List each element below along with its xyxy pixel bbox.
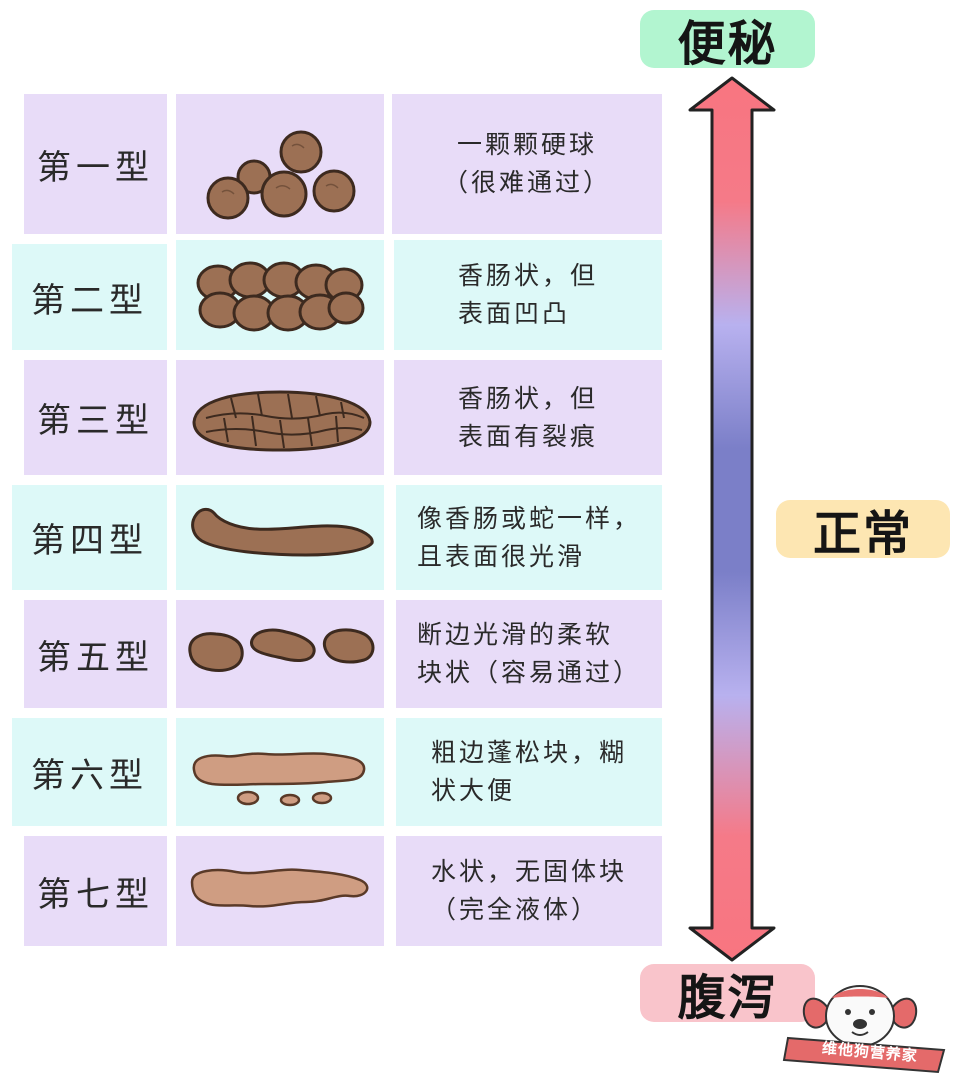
row-3-description: 香肠状，但 表面有裂痕	[457, 383, 598, 451]
row-5-desc-cell: 断边光滑的柔软 块状（容易通过）	[396, 600, 662, 708]
row-4-description: 像香肠或蛇一样， 且表面很光滑	[416, 503, 641, 571]
row-2-type-label: 第二型	[31, 280, 148, 321]
row-1-description: 一颗颗硬球 （很难通过）	[442, 130, 611, 197]
stool-type-5-illustration	[188, 628, 375, 672]
stool-type-3-illustration	[192, 390, 372, 452]
row-5-type-label: 第五型	[37, 637, 154, 678]
row-4-image-cell	[176, 485, 384, 590]
stool-type-6-illustration	[192, 752, 366, 807]
watermark-ribbon	[782, 1036, 946, 1074]
row-2-image-cell	[176, 240, 384, 350]
normal-text: 正常	[812, 506, 913, 562]
row-6-type-label: 第六型	[31, 755, 148, 796]
constipation-text: 便秘	[677, 16, 778, 72]
row-1-image-cell	[176, 94, 384, 234]
row-1-desc-cell: 一颗颗硬球 （很难通过）	[392, 94, 662, 234]
row-7-image-cell	[176, 836, 384, 946]
row-3-type-cell: 第三型	[24, 360, 167, 475]
double-arrow-shape	[688, 76, 776, 962]
row-6-type-cell: 第六型	[12, 718, 167, 826]
row-6-description: 粗边蓬松块，糊 状大便	[430, 738, 627, 805]
row-2-description: 香肠状，但 表面凹凸	[457, 261, 598, 328]
row-1-type-cell: 第一型	[24, 94, 167, 234]
row-5-image-cell	[176, 600, 384, 708]
row-2-desc-cell: 香肠状，但 表面凹凸	[394, 240, 662, 350]
row-7-desc-cell: 水状，无固体块 （完全液体）	[396, 836, 662, 946]
row-2-type-cell: 第二型	[12, 244, 167, 350]
stool-type-7-illustration	[190, 868, 369, 908]
row-4-type-cell: 第四型	[12, 485, 167, 590]
row-6-image-cell	[176, 718, 384, 826]
row-4-desc-cell: 像香肠或蛇一样， 且表面很光滑	[396, 485, 662, 590]
diarrhea-text: 腹泻	[677, 970, 778, 1026]
stool-type-2-illustration	[196, 261, 365, 332]
diarrhea-label: 腹泻	[640, 964, 815, 1026]
stool-type-1-illustration	[206, 130, 356, 220]
row-5-description: 断边光滑的柔软 块状（容易通过）	[416, 620, 641, 687]
row-4-type-label: 第四型	[31, 521, 148, 561]
row-3-desc-cell: 香肠状，但 表面有裂痕	[394, 360, 662, 475]
constipation-label: 便秘	[640, 10, 815, 72]
row-7-type-cell: 第七型	[24, 836, 167, 946]
row-3-image-cell	[176, 360, 384, 475]
row-3-type-label: 第三型	[37, 401, 154, 441]
row-1-type-label: 第一型	[37, 147, 154, 188]
row-7-type-label: 第七型	[37, 874, 154, 915]
scale-double-arrow	[688, 76, 776, 962]
dog-mascot-icon	[802, 985, 918, 1047]
stool-type-4-illustration	[191, 507, 374, 557]
row-5-type-cell: 第五型	[24, 600, 167, 708]
row-7-description: 水状，无固体块 （完全液体）	[430, 857, 627, 924]
row-6-desc-cell: 粗边蓬松块，糊 状大便	[396, 718, 662, 826]
normal-label: 正常	[776, 500, 950, 562]
